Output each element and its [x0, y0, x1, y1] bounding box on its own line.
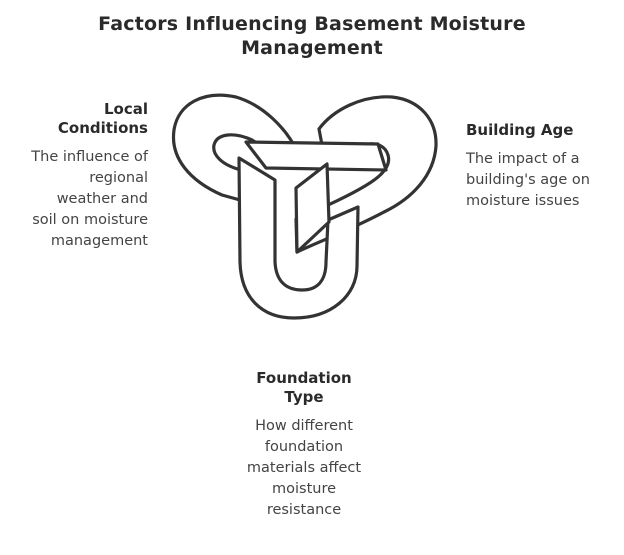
heading-line: Foundation	[256, 369, 352, 387]
heading-line: Type	[284, 388, 324, 406]
knot-crossing-upper	[244, 140, 388, 172]
description-line: materials affect	[246, 460, 362, 476]
title-line-1: Factors Influencing Basement Moisture	[98, 13, 526, 35]
factor-heading: Building Age	[466, 121, 616, 140]
trefoil-knot-icon	[171, 93, 438, 320]
factor-local-conditions: Local Conditions The influence of region…	[10, 100, 148, 252]
description-line: moisture	[271, 481, 337, 497]
knot-band-bottom	[237, 156, 360, 320]
description-line: regional	[89, 170, 148, 186]
factor-heading: Foundation Type	[222, 369, 386, 407]
description-line: resistance	[266, 502, 342, 518]
description-line: weather and	[56, 191, 148, 207]
page-title: Factors Influencing Basement Moisture Ma…	[0, 12, 624, 60]
factor-heading: Local Conditions	[10, 100, 148, 138]
heading-line: Building Age	[466, 121, 574, 139]
description-line: The influence of	[31, 149, 148, 165]
knot-band-left	[171, 93, 299, 202]
description-line: management	[50, 233, 148, 249]
description-line: foundation	[264, 439, 344, 455]
description-line: soil on moisture	[32, 212, 148, 228]
factor-foundation-type: Foundation Type How different foundation…	[222, 369, 386, 521]
factor-description: The influence of regional weather and so…	[10, 147, 148, 252]
factor-description: The impact of a building's age on moistu…	[466, 149, 616, 212]
title-line-2: Management	[241, 37, 383, 59]
description-line: moisture issues	[466, 193, 580, 209]
heading-line: Local	[103, 100, 148, 118]
heading-line: Conditions	[57, 119, 148, 137]
factor-building-age: Building Age The impact of a building's …	[466, 121, 616, 212]
factor-description: How different foundation materials affec…	[222, 416, 386, 521]
description-line: building's age on	[466, 172, 590, 188]
description-line: The impact of a	[466, 151, 580, 167]
knot-crossing-diagonal	[294, 162, 331, 254]
description-line: How different	[255, 418, 353, 434]
